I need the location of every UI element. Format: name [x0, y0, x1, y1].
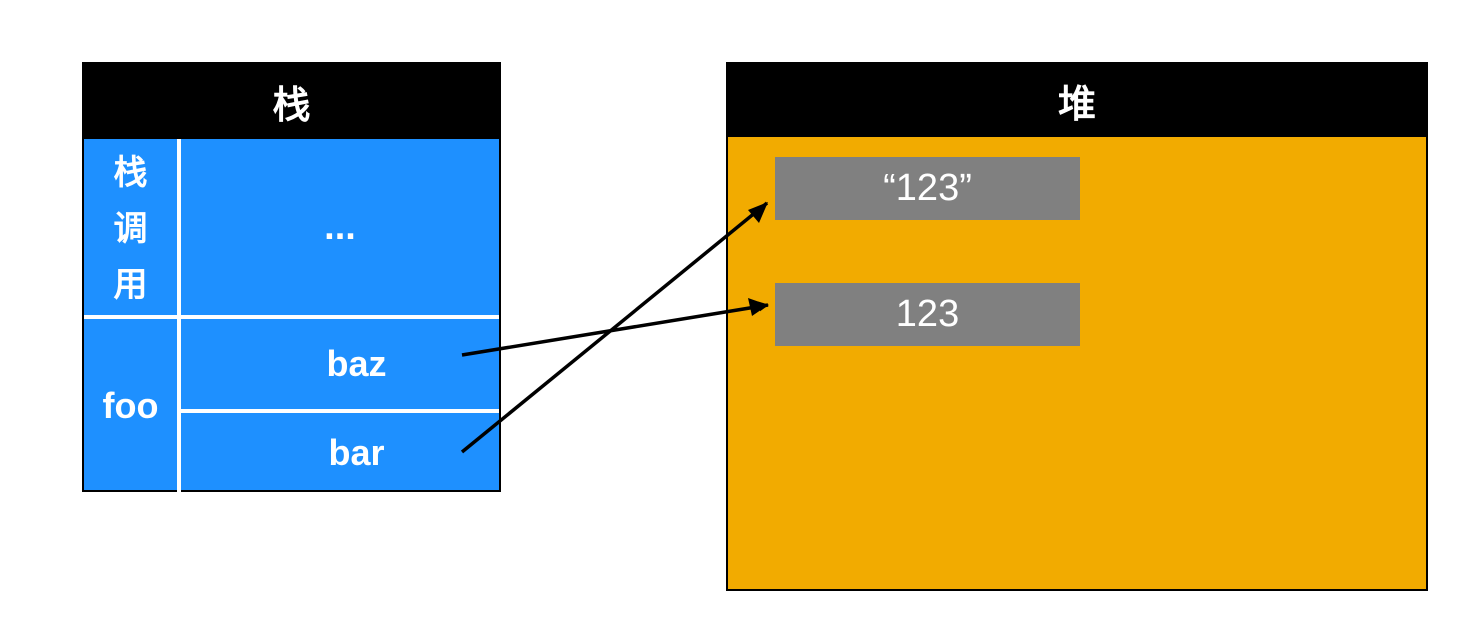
stack-var-bar: bar: [328, 431, 385, 473]
heap-item-string: “123”: [775, 157, 1080, 220]
heap-panel: 堆 “123” 123: [726, 62, 1428, 591]
arrow-bar-to-string: [460, 201, 769, 454]
stack-panel: 栈 栈 调 用 ... foo baz bar: [82, 62, 501, 492]
call-stack-char: 栈: [113, 154, 148, 192]
arrowhead-icon: [748, 298, 768, 316]
call-stack-char: 调: [113, 210, 148, 248]
call-stack-label: 栈 调 用: [84, 144, 177, 314]
frame-label-foo: foo: [102, 384, 159, 426]
arrowhead-icon: [748, 202, 768, 223]
stack-ellipsis: ...: [324, 205, 356, 248]
heap-title: 堆: [728, 64, 1426, 137]
stack-var-divider: [177, 409, 499, 413]
stack-frame-divider: [84, 315, 499, 319]
stack-title: 栈: [84, 64, 499, 139]
arrow-baz-to-number: [461, 301, 769, 357]
call-stack-char: 用: [113, 266, 148, 304]
heap-item-number: 123: [775, 283, 1080, 346]
stack-var-baz: baz: [326, 343, 387, 384]
